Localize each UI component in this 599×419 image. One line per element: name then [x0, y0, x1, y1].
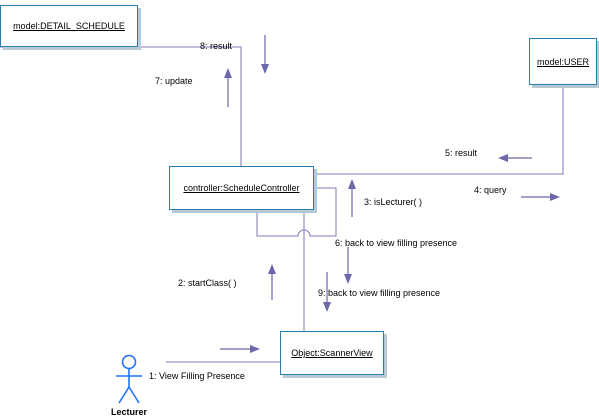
arrow-2-startclass	[268, 264, 276, 300]
object-detail-schedule[interactable]: model:DETAIL_SCHEDULE	[0, 5, 138, 47]
arrow-3-islecturer	[348, 179, 356, 217]
arrow-6-back	[344, 247, 352, 284]
lecturer-actor-icon	[116, 354, 142, 404]
message-9-label: 9: back to view filling presence	[318, 288, 441, 298]
object-schedule-controller-label: controller:ScheduleController	[183, 183, 300, 193]
message-7-label: 7: update	[155, 76, 193, 86]
arrow-1-view	[220, 345, 260, 353]
message-8-label: 8: result	[200, 41, 233, 51]
message-6-label: 6: back to view filling presence	[335, 238, 458, 248]
object-detail-schedule-label: model:DETAIL_SCHEDULE	[13, 21, 125, 31]
message-3-label: 3: isLecturer( )	[364, 197, 423, 207]
arrow-8-result	[261, 35, 269, 74]
object-scanner-view[interactable]: Object:ScannerView	[280, 331, 384, 375]
message-1-label: 1: View Filling Presence	[149, 371, 245, 381]
link-controller-detail-schedule	[0, 46, 242, 166]
object-user[interactable]: model:USER	[529, 38, 597, 85]
link-self-controller	[256, 187, 337, 237]
object-scanner-view-label: Object:ScannerView	[291, 348, 373, 358]
object-schedule-controller[interactable]: controller:ScheduleController	[169, 166, 314, 210]
link-controller-user	[314, 86, 564, 175]
arrow-4-query	[521, 193, 560, 201]
arrow-7-update	[224, 68, 232, 107]
message-5-label: 5: result	[445, 148, 478, 158]
arrow-9-back	[323, 272, 331, 312]
arrow-5-result	[498, 154, 532, 162]
message-4-label: 4: query	[474, 185, 507, 195]
actor-lecturer-label: Lecturer	[111, 407, 148, 417]
object-user-label: model:USER	[536, 56, 590, 67]
message-2-label: 2: startClass( )	[178, 278, 237, 288]
